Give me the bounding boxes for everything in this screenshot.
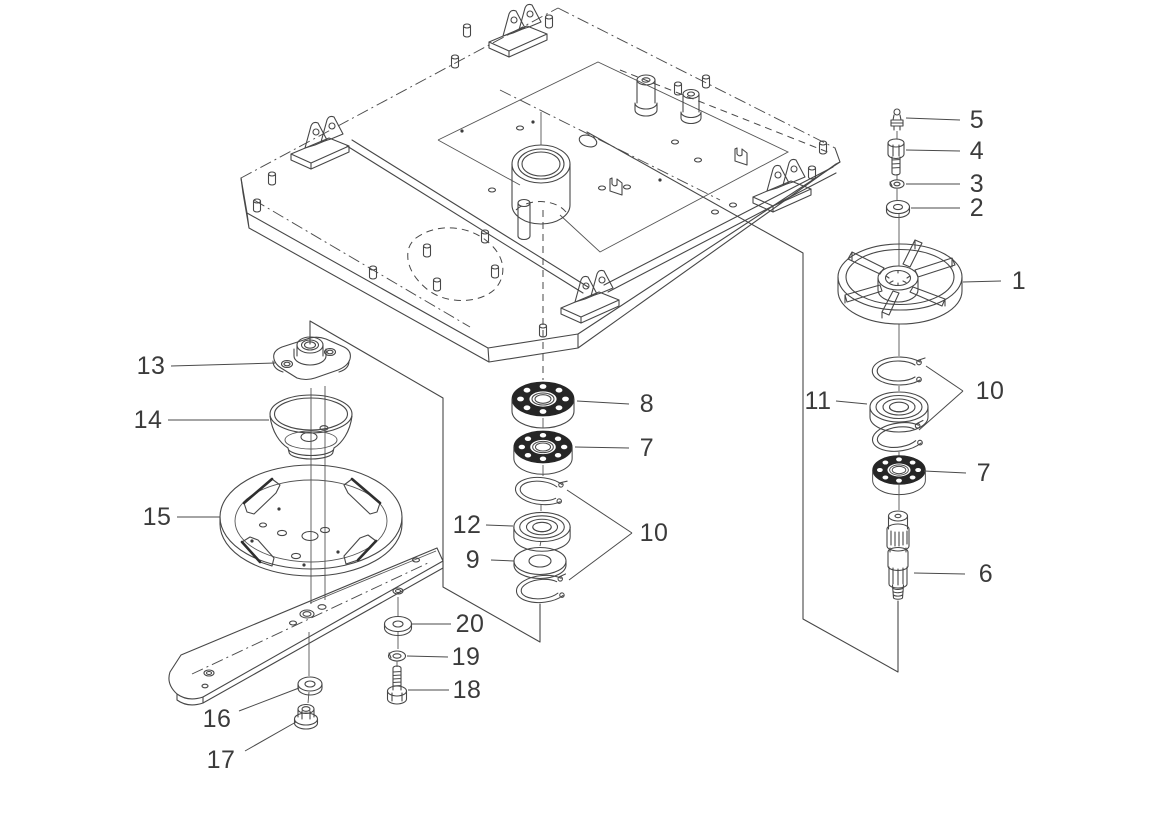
pin-rod [517,198,531,241]
u-clip [609,177,623,196]
part-flat-washer [885,199,911,219]
callout-leader-17 [244,721,297,752]
hinge-bracket [560,269,620,324]
part-lock-washer [889,179,905,189]
callout-leader-10 [566,489,633,534]
callout-label-8: 8 [640,390,654,418]
part-retaining-ring [514,572,569,606]
callout-label-7: 7 [640,434,654,462]
part-bearing-12 [513,511,571,552]
part-retaining-ring [870,418,928,456]
callout-label-16: 16 [203,705,232,733]
callout-leader-10 [918,390,964,431]
left-blade-assembly [168,336,444,730]
part-washer-20 [383,615,413,637]
callout-leader-11 [835,400,868,405]
callout-label-6: 6 [979,560,993,588]
callout-label-3: 3 [970,170,984,198]
hinge-bracket [488,3,548,58]
callout-label-9: 9 [466,546,480,574]
part-lock-washer-19 [387,650,407,662]
callout-label-2: 2 [970,194,984,222]
part-grease-fitting [890,108,904,131]
callout-label-10: 10 [976,377,1005,405]
part-blade-bar [168,547,444,706]
u-clip [734,147,748,166]
callout-label-1: 1 [1012,267,1026,295]
callout-leader-1 [962,280,1002,283]
callout-label-14: 14 [134,406,163,434]
callout-label-7: 7 [977,459,991,487]
callout-leader-19 [406,655,449,658]
mount-stud [634,74,658,117]
part-washer-16 [297,676,323,696]
part-fan-pulley [837,239,963,325]
callout-label-15: 15 [143,503,172,531]
callout-leader-10 [568,532,633,581]
callout-leader-10 [925,365,964,392]
callout-leader-4 [905,149,961,152]
callout-label-19: 19 [452,643,481,671]
part-retaining-ring [871,356,926,386]
callout-leader-6 [913,572,966,575]
part-spindle-shaft [886,510,910,600]
mower-deck-housing [240,3,841,380]
callout-leader-5 [905,117,961,121]
callout-leader-12 [485,524,514,527]
callout-leader-7 [923,470,967,474]
part-hub-plate [272,336,351,381]
spindle-housing-boss [511,144,571,225]
part-hex-bolt [887,138,905,176]
callout-label-17: 17 [207,746,236,774]
callout-leader-16 [238,687,300,712]
callout-layer: 5 4 32 1 10 11 7 6 8 7 10 12 9 13 14 15 16 17 20 19 18 [134,106,1026,774]
callout-leader-9 [490,559,515,562]
callout-label-5: 5 [970,106,984,134]
center-bearing-stack [511,381,575,606]
callout-leader-7 [574,446,630,449]
callout-leader-8 [576,400,630,405]
callout-leader-13 [170,362,276,367]
callout-label-4: 4 [970,137,984,165]
callout-label-18: 18 [453,676,482,704]
part-spinner-disc [219,464,403,577]
callout-label-20: 20 [456,610,485,638]
callout-label-12: 12 [453,511,482,539]
callout-label-10: 10 [640,519,669,547]
part-bearing-11 [869,391,929,433]
mount-stud [680,88,702,125]
part-retaining-ring [513,474,568,508]
part-flange-nut-17 [293,703,319,730]
right-spindle-assembly [837,108,963,600]
part-hex-bolt-18 [386,665,408,705]
part-washer-9 [513,546,567,580]
callout-label-13: 13 [137,352,166,380]
part-cup [269,394,353,460]
callout-label-11: 11 [805,387,832,415]
